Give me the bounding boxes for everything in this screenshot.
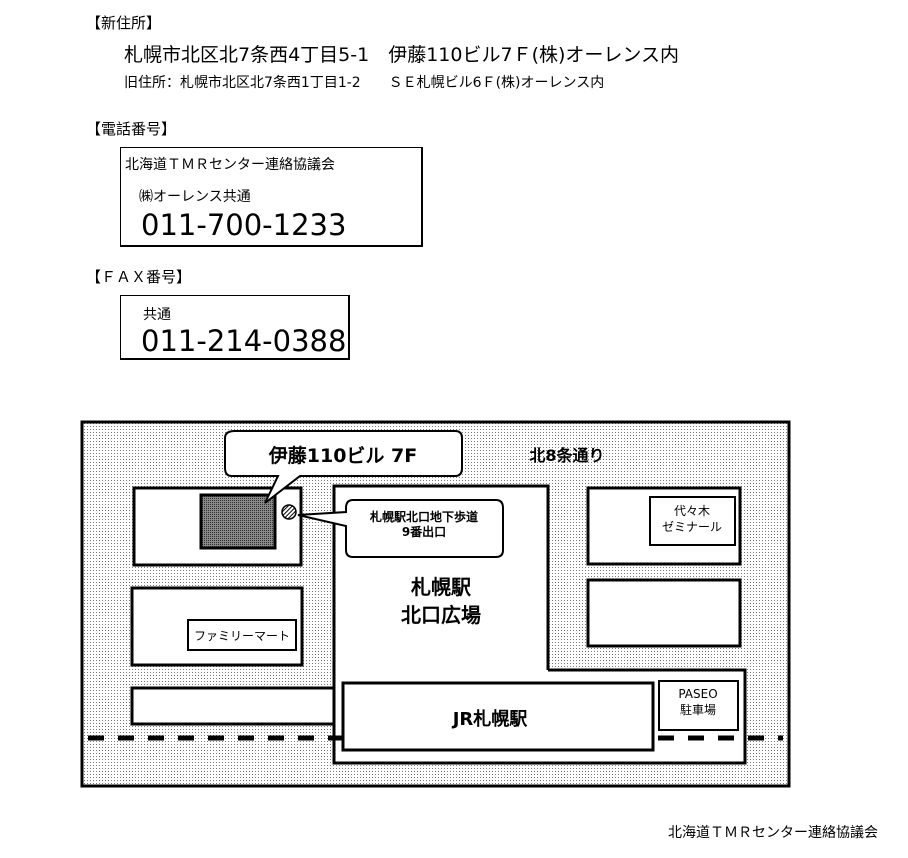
paseo-label-1: PASEO xyxy=(678,687,717,701)
block-east xyxy=(586,578,742,648)
old-address: 旧住所：札幌市北区北7条西1丁目1-2 ＳＥ札幌ビル6Ｆ(株)オーレンス内 xyxy=(124,75,605,91)
plaza-label-2: 北口広場 xyxy=(401,603,481,627)
plaza-label-1: 札幌駅 xyxy=(410,575,471,599)
paseo-parking-box xyxy=(658,680,739,731)
paseo-label-2: 駐車場 xyxy=(680,702,716,717)
new-address: 札幌市北区北7条西4丁目5-1 伊藤110ビル7Ｆ(株)オーレンス内 xyxy=(124,44,680,66)
new-address-heading: 【新住所】 xyxy=(86,14,162,32)
building-callout xyxy=(224,430,463,504)
street-label: 北8条通り xyxy=(529,446,604,465)
fax-number: 011-214-0388 xyxy=(141,324,347,358)
jr-station-building xyxy=(341,681,655,752)
exit-label-1: 札幌駅北口地下歩道 xyxy=(369,509,478,524)
block-west-station xyxy=(130,686,344,726)
phone-number: 011-700-1233 xyxy=(141,208,347,242)
exit-callout xyxy=(297,499,504,558)
fax-heading: 【ＦＡＸ番号】 xyxy=(86,268,192,286)
phone-sub: ㈱オーレンス共通 xyxy=(139,189,251,205)
ito-110-building xyxy=(199,493,277,550)
exit-marker-icon xyxy=(281,504,297,520)
yoyogi-label-2: ゼミナール xyxy=(662,520,722,534)
phone-box: 北海道ＴＭＲセンター連絡協議会 ㈱オーレンス共通 011-700-1233 xyxy=(120,147,423,247)
building-callout-label: 伊藤110ビル 7F xyxy=(268,444,417,467)
exit-label-2: 9番出口 xyxy=(402,524,446,539)
footer-org: 北海道ＴＭＲセンター連絡協議会 xyxy=(668,825,878,841)
familymart-box xyxy=(187,619,297,651)
yoyogi-label-1: 代々木 xyxy=(674,504,710,518)
phone-org: 北海道ＴＭＲセンター連絡協議会 xyxy=(125,157,335,173)
phone-heading: 【電話番号】 xyxy=(86,120,177,138)
yoyogi-box xyxy=(649,496,736,546)
fax-box: 共通 011-214-0388 xyxy=(120,295,350,360)
fax-sub: 共通 xyxy=(143,307,171,323)
familymart-label: ファミリーマート xyxy=(194,629,290,643)
jr-station-label: JR札幌駅 xyxy=(451,708,529,730)
